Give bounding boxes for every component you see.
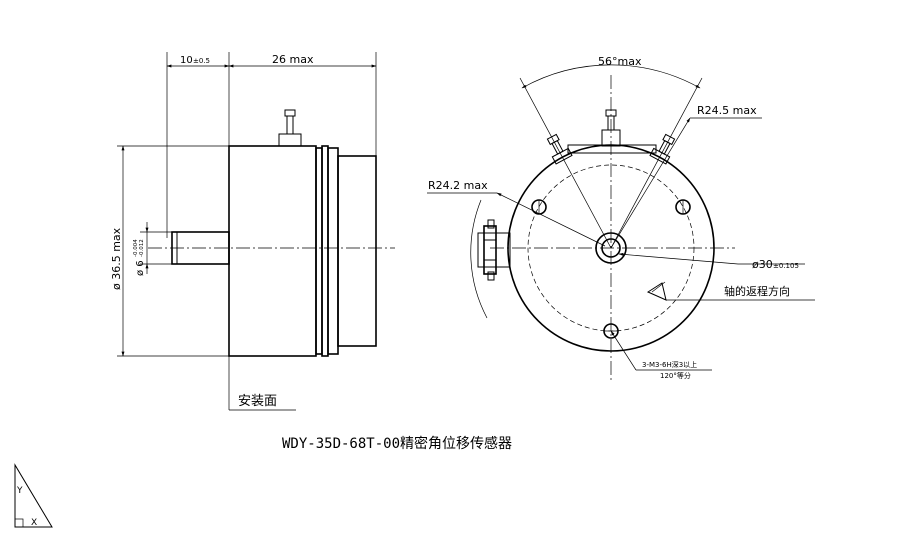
dim-shaft-tol-upper: -0.004 [133, 239, 139, 257]
dim-pilot-tol: ±0.105 [773, 262, 799, 270]
flange-ring-1 [315, 147, 323, 355]
connector-pin [286, 115, 294, 135]
rotation-label: 轴的返程方向 [724, 284, 790, 298]
rotation-arrow-icon [646, 282, 667, 301]
mount-face-label: 安装面 [238, 394, 277, 409]
ucs-icon: Y X [14, 463, 53, 528]
dim-radius-inner: R24.2 max [428, 179, 488, 192]
rear-cap [337, 155, 377, 347]
dim-radius-outer: R24.5 max [697, 104, 757, 117]
dim-offset: 10 [180, 55, 193, 66]
flange-ring-3 [327, 147, 339, 355]
dim-shaft-tol-lower: -0.012 [139, 239, 145, 257]
dim-line-angle [521, 64, 701, 89]
connector-cap [284, 109, 296, 117]
holes-callout: 3-M3-6H深3以上 [642, 360, 697, 369]
dim-body-dia: ø 36.5 max [110, 227, 123, 290]
terminal-center [601, 109, 621, 147]
dim-pilot-dia: ø30 [752, 258, 773, 271]
terminal-strip [567, 144, 657, 154]
side-view: 10 ±0.5 26 max ø 36.5 max ø 6 [110, 52, 395, 411]
dim-length: 26 max [272, 53, 314, 66]
drawing-title: WDY-35D-68T-00精密角位移传感器 [282, 435, 512, 452]
ucs-axis-y: Y [16, 486, 23, 496]
dim-angle: 56°max [598, 55, 642, 68]
front-view: 56°max R24.5 max R24.2 max ø30 ±0.105 轴的… [427, 55, 815, 383]
holes-spacing: 120°等分 [660, 371, 691, 380]
dim-offset-tolerance: ±0.5 [193, 57, 210, 65]
shaft-end [601, 238, 621, 258]
side-clamp [477, 219, 511, 281]
rotation-arrow-tail [651, 281, 666, 293]
connector-base [278, 133, 302, 147]
radius-arc [470, 199, 488, 319]
sensor-body [228, 145, 317, 357]
flange-ring-2 [321, 145, 329, 357]
ucs-axis-x: X [31, 518, 37, 528]
shaft-boss [595, 232, 627, 264]
dim-shaft-dia: ø 6 [135, 260, 146, 276]
